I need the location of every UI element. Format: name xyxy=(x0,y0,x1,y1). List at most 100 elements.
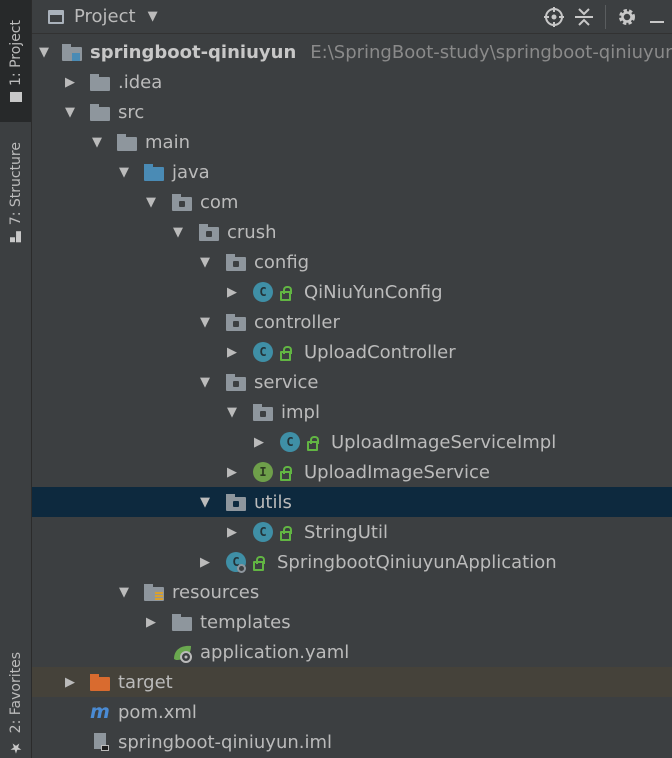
lock-icon xyxy=(280,286,292,301)
tree-label: resources xyxy=(172,581,260,603)
expand-arrow-icon[interactable]: ▼ xyxy=(200,254,210,270)
lock-icon xyxy=(253,556,265,571)
excluded-folder-icon xyxy=(90,673,110,691)
tree-label: service xyxy=(254,371,319,393)
tree-row-application-yaml[interactable]: application.yaml xyxy=(32,637,672,667)
folder-icon xyxy=(117,133,137,151)
class-icon: C xyxy=(253,522,273,542)
expand-arrow-icon[interactable]: ▼ xyxy=(200,374,210,390)
tree-row-qiniuyun-config[interactable]: ▶ C QiNiuYunConfig xyxy=(32,277,672,307)
collapsed-arrow-icon[interactable]: ▶ xyxy=(227,344,237,360)
collapsed-arrow-icon[interactable]: ▶ xyxy=(227,464,237,480)
project-panel-header: Project ▼ xyxy=(32,0,672,34)
tree-row-pom[interactable]: m pom.xml xyxy=(32,697,672,727)
tree-row-idea[interactable]: ▶ .idea xyxy=(32,67,672,97)
gear-icon[interactable] xyxy=(612,2,642,32)
structure-icon xyxy=(10,231,21,243)
tree-label: QiNiuYunConfig xyxy=(304,281,443,303)
maven-icon: m xyxy=(90,701,110,723)
tree-row-crush[interactable]: ▼ crush xyxy=(32,217,672,247)
expand-arrow-icon[interactable]: ▼ xyxy=(92,134,102,150)
class-icon: C xyxy=(280,432,300,452)
tree-row-root[interactable]: ▼ springboot-qiniuyun E:\SpringBoot-study… xyxy=(32,37,672,67)
tab-structure-label: 7: Structure xyxy=(7,141,24,226)
tree-row-controller[interactable]: ▼ controller xyxy=(32,307,672,337)
tree-row-upload-controller[interactable]: ▶ C UploadController xyxy=(32,337,672,367)
tree-row-upload-image-service[interactable]: ▶ I UploadImageService xyxy=(32,457,672,487)
tree-label: controller xyxy=(254,311,340,333)
tree-row-resources[interactable]: ▼ resources xyxy=(32,577,672,607)
collapsed-arrow-icon[interactable]: ▶ xyxy=(227,284,237,300)
project-tree[interactable]: ▼ springboot-qiniuyun E:\SpringBoot-study… xyxy=(32,37,672,757)
package-icon xyxy=(253,403,273,421)
tree-row-iml[interactable]: springboot-qiniuyun.iml xyxy=(32,727,672,757)
tree-row-templates[interactable]: ▶ templates xyxy=(32,607,672,637)
lock-icon xyxy=(280,466,292,481)
spring-yaml-icon xyxy=(172,643,192,663)
run-config-icon xyxy=(237,564,246,573)
minimize-icon[interactable] xyxy=(642,2,672,32)
tab-project-label: 1: Project xyxy=(7,20,24,86)
tree-label: application.yaml xyxy=(200,641,350,663)
tab-structure[interactable]: 7: Structure xyxy=(0,130,31,254)
tree-row-impl[interactable]: ▼ impl xyxy=(32,397,672,427)
tab-favorites[interactable]: ★2: Favorites xyxy=(0,650,31,758)
expand-arrow-icon[interactable]: ▼ xyxy=(173,224,183,240)
view-dropdown-caret[interactable]: ▼ xyxy=(147,9,158,24)
tree-row-application-class[interactable]: ▶ C SpringbootQiniuyunApplication xyxy=(32,547,672,577)
expand-arrow-icon[interactable]: ▼ xyxy=(227,404,237,420)
star-icon: ★ xyxy=(7,739,24,756)
tree-label: UploadImageServiceImpl xyxy=(331,431,557,453)
expand-arrow-icon[interactable]: ▼ xyxy=(146,194,156,210)
tree-label: com xyxy=(200,191,239,213)
folder-icon xyxy=(172,613,192,631)
lock-icon xyxy=(307,436,319,451)
tree-row-string-util[interactable]: ▶ C StringUtil xyxy=(32,517,672,547)
project-window-icon xyxy=(48,9,64,24)
tree-label: config xyxy=(254,251,310,273)
folder-icon xyxy=(90,103,110,121)
lock-icon xyxy=(280,346,292,361)
expand-arrow-icon[interactable]: ▼ xyxy=(119,164,129,180)
package-icon xyxy=(226,253,246,271)
collapsed-arrow-icon[interactable]: ▶ xyxy=(146,614,156,630)
tree-label: .idea xyxy=(118,71,163,93)
package-icon xyxy=(172,193,192,211)
collapsed-arrow-icon[interactable]: ▶ xyxy=(65,74,75,90)
expand-arrow-icon[interactable]: ▼ xyxy=(119,584,129,600)
tree-label: src xyxy=(118,101,145,123)
root-project-name: springboot-qiniuyun xyxy=(90,41,297,63)
tree-row-upload-image-service-impl[interactable]: ▶ C UploadImageServiceImpl xyxy=(32,427,672,457)
collapsed-arrow-icon[interactable]: ▶ xyxy=(65,674,75,690)
collapsed-arrow-icon[interactable]: ▶ xyxy=(227,524,237,540)
collapsed-arrow-icon[interactable]: ▶ xyxy=(200,554,210,570)
tree-row-utils[interactable]: ▼ utils xyxy=(32,487,672,517)
tree-row-main[interactable]: ▼ main xyxy=(32,127,672,157)
tree-label: utils xyxy=(254,491,292,513)
tree-label: templates xyxy=(200,611,291,633)
crosshair-icon[interactable] xyxy=(539,2,569,32)
tree-row-com[interactable]: ▼ com xyxy=(32,187,672,217)
collapse-icon[interactable] xyxy=(569,2,599,32)
tree-label: springboot-qiniuyun.iml xyxy=(118,731,333,753)
expand-arrow-icon[interactable]: ▼ xyxy=(39,44,49,60)
tree-row-service[interactable]: ▼ service xyxy=(32,367,672,397)
tree-label: StringUtil xyxy=(304,521,388,543)
tree-label: main xyxy=(145,131,190,153)
tree-row-target[interactable]: ▶ target xyxy=(32,667,672,697)
root-project-path: E:\SpringBoot-study\springboot-qiniuyun xyxy=(310,41,672,63)
tree-label: pom.xml xyxy=(118,701,197,723)
panel-title: Project xyxy=(74,6,136,27)
tab-project[interactable]: 1: Project xyxy=(0,0,31,122)
class-icon: C xyxy=(253,282,273,302)
tree-row-java[interactable]: ▼ java xyxy=(32,157,672,187)
tree-row-src[interactable]: ▼ src xyxy=(32,97,672,127)
tree-row-config[interactable]: ▼ config xyxy=(32,247,672,277)
tree-label: target xyxy=(118,671,173,693)
expand-arrow-icon[interactable]: ▼ xyxy=(200,494,210,510)
expand-arrow-icon[interactable]: ▼ xyxy=(200,314,210,330)
collapsed-arrow-icon[interactable]: ▶ xyxy=(254,434,264,450)
tree-label: crush xyxy=(227,221,277,243)
tree-label: impl xyxy=(281,401,320,423)
expand-arrow-icon[interactable]: ▼ xyxy=(65,104,75,120)
